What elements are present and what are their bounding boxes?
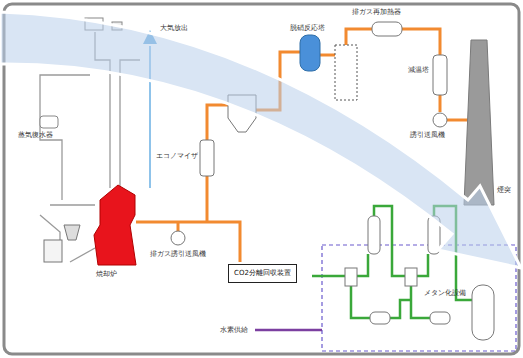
fan-symbol — [171, 231, 185, 245]
process-box: CO2分離回収装置 — [228, 264, 297, 283]
hopper-building — [44, 240, 62, 262]
process-arrow-band — [0, 12, 521, 268]
filter-unit — [335, 45, 357, 100]
incinerator — [94, 185, 136, 265]
equipment-label: 減温塔 — [408, 66, 429, 74]
equipment-label: 焼却炉 — [96, 270, 117, 278]
separator — [430, 312, 450, 324]
hopper — [64, 225, 80, 240]
methane-tank — [472, 285, 494, 340]
box-text: CO2分離回収装置 — [234, 269, 291, 277]
equipment-label: 煙突 — [497, 186, 511, 194]
equipment-label: 誘引送風機 — [410, 131, 445, 139]
equipment-label: 排ガス再加熱器 — [352, 8, 401, 16]
stack — [464, 40, 494, 205]
reactor-vessel — [368, 216, 380, 254]
equipment-label: 蒸気復水器 — [18, 131, 53, 139]
equipment-label: 脱硝反応塔 — [290, 24, 325, 32]
equipment-label: メタン化設備 — [424, 289, 466, 297]
equipment-label: 大気放出 — [160, 24, 188, 32]
cooling-tower — [433, 55, 447, 95]
economizer — [200, 140, 214, 176]
reheater — [372, 22, 402, 36]
hydrogen-line — [255, 329, 322, 332]
equipment-label: 水素供給 — [220, 326, 248, 334]
heat-exchanger — [405, 268, 417, 286]
equipment-label: 排ガス誘引送風機 — [150, 250, 206, 258]
equipment-label: エコノマイザ — [156, 152, 198, 160]
condenser-symbol — [40, 116, 58, 128]
separator — [370, 312, 390, 324]
reactor-tower — [300, 35, 320, 71]
fan-symbol — [433, 113, 447, 127]
heat-exchanger — [345, 268, 357, 286]
